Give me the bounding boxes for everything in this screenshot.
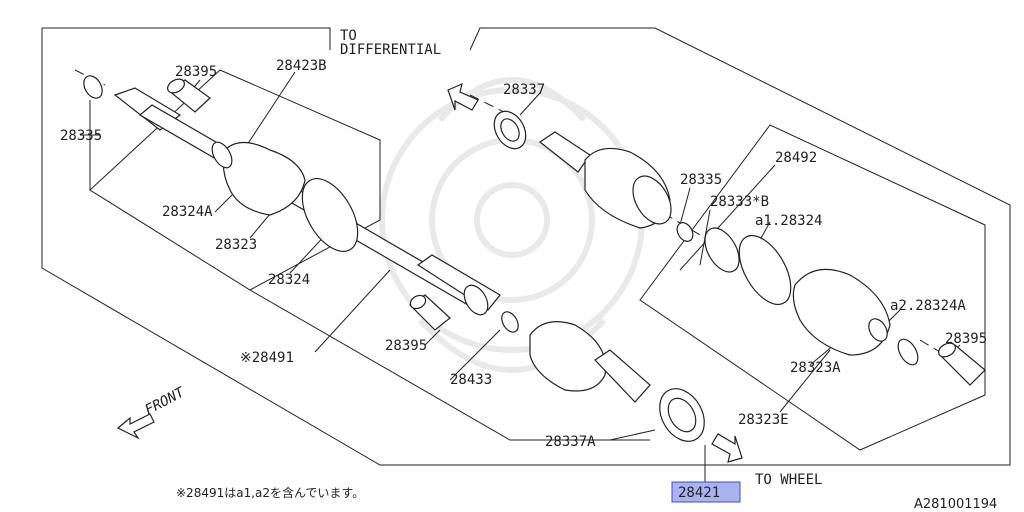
label-28337A: 28337A	[545, 434, 596, 450]
circlip-28335-right	[676, 222, 694, 242]
label-28337: 28337	[503, 82, 545, 98]
highlighted-part-number[interactable]: 28421	[678, 485, 720, 501]
to-differential-line1: TO	[340, 28, 357, 44]
boot-28323-left	[211, 141, 306, 216]
snap-ring-28333B	[704, 227, 740, 273]
lower-bracket	[249, 289, 650, 441]
arrow-front-icon	[116, 413, 155, 440]
to-wheel-label: TO WHEEL	[755, 472, 822, 488]
label-28433: 28433	[450, 372, 492, 388]
label-28335-right: 28335	[680, 172, 722, 188]
boot-band-a2-28324A	[897, 338, 919, 366]
oil-seal-28337A	[659, 388, 705, 442]
boot-band-cap-28395-mid	[409, 294, 451, 331]
boot-band-cap-28395-top	[166, 78, 211, 113]
right-assembly-frame	[639, 124, 986, 451]
boot-28323A	[792, 268, 891, 356]
circlip-28335-left	[83, 75, 103, 99]
outer-frame-right	[41, 27, 1011, 466]
spline-shaft-segment	[416, 254, 501, 316]
outer-frame	[42, 27, 331, 50]
label-28491: ※28491	[240, 350, 294, 366]
label-28423B: 28423B	[276, 58, 327, 74]
diagram-code: A281001194	[914, 497, 997, 512]
front-label: FRONT	[142, 384, 188, 419]
footnote: ※28491はa1,a2を含んでいます。	[176, 485, 364, 500]
inner-joint-housing-28492	[538, 131, 672, 229]
to-differential-line2: DIFFERENTIAL	[340, 42, 441, 58]
label-a2-28324A: a2.28324A	[890, 298, 966, 314]
label-28324A: 28324A	[162, 204, 213, 220]
label-28333B: 28333*B	[710, 194, 769, 210]
boot-band-28324-left	[301, 178, 359, 252]
arrow-to-wheel-icon	[711, 433, 743, 463]
label-28323E: 28323E	[738, 412, 789, 428]
highlight-box	[671, 481, 741, 503]
label-28335-left: 28335	[60, 128, 102, 144]
label-28323A: 28323A	[790, 360, 841, 376]
boot-band-a1-28324	[738, 235, 792, 305]
label-28324: 28324	[268, 272, 310, 288]
oil-seal-28337	[493, 110, 527, 150]
circlip-28433	[501, 311, 519, 333]
boot-band-cap-28395-right	[938, 342, 986, 386]
label-a1-28324: a1.28324	[755, 213, 822, 229]
arrow-to-differential-icon	[447, 82, 479, 111]
outer-joint-housing	[529, 321, 651, 403]
label-28395-mid: 28395	[385, 338, 427, 354]
label-28492: 28492	[775, 150, 817, 166]
label-28323: 28323	[215, 237, 257, 253]
label-28395-right: 28395	[945, 331, 987, 347]
label-28395-top: 28395	[175, 64, 217, 80]
